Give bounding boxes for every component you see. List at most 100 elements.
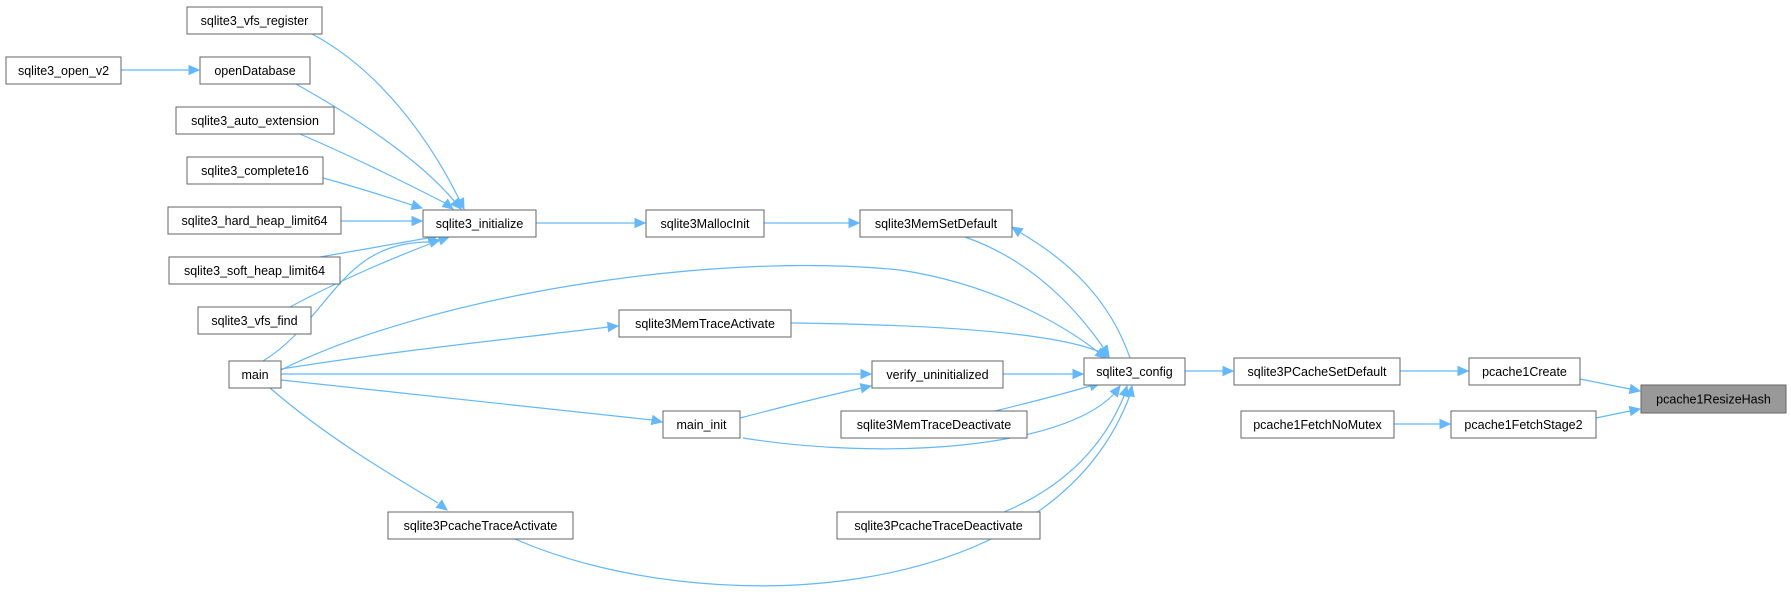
edge-arrowhead <box>859 383 873 394</box>
node-pcache1ResizeHash[interactable]: pcache1ResizeHash <box>1640 384 1787 414</box>
node-sqlite3_vfs_find[interactable]: sqlite3_vfs_find <box>197 306 312 335</box>
edge-arrowhead <box>1094 347 1107 359</box>
node-box <box>1640 384 1787 414</box>
edge-sqlite3MemTraceDeactivate-to-sqlite3_config <box>994 380 1102 412</box>
node-box <box>1450 410 1597 439</box>
node-box <box>871 360 1004 389</box>
node-box <box>662 410 741 439</box>
edge-sqlite3_config-to-sqlite3MemSetDefault <box>1010 226 1131 359</box>
edge-main-to-main_init <box>280 379 664 426</box>
node-sqlite3_hard_heap_limit64[interactable]: sqlite3_hard_heap_limit64 <box>167 206 342 235</box>
edge-verify_uninitialized-to-sqlite3_config <box>1003 368 1085 380</box>
node-sqlite3MemSetDefault[interactable]: sqlite3MemSetDefault <box>859 209 1013 238</box>
node-label: pcache1FetchStage2 <box>1464 418 1582 432</box>
node-box <box>1233 357 1401 386</box>
edge-arrowhead <box>1222 365 1235 377</box>
edge-line <box>1595 410 1631 419</box>
node-label: sqlite3MallocInit <box>661 217 750 231</box>
node-main_init[interactable]: main_init <box>662 410 741 439</box>
edge-arrowhead <box>441 198 454 210</box>
node-sqlite3PcacheTraceDeactivate[interactable]: sqlite3PcacheTraceDeactivate <box>836 511 1041 540</box>
node-label: pcache1FetchNoMutex <box>1253 418 1382 432</box>
node-box <box>228 360 282 389</box>
node-openDatabase[interactable]: openDatabase <box>199 56 311 85</box>
edge-arrowhead <box>1109 385 1121 398</box>
node-box <box>5 56 122 85</box>
node-box <box>197 306 312 335</box>
node-label: openDatabase <box>214 64 295 78</box>
edge-arrowhead <box>1124 384 1135 398</box>
edge-arrowhead <box>650 414 664 426</box>
node-pcache1FetchStage2[interactable]: pcache1FetchStage2 <box>1450 410 1597 439</box>
edge-sqlite3_open_v2-to-openDatabase <box>121 64 201 76</box>
node-sqlite3MallocInit[interactable]: sqlite3MallocInit <box>645 209 765 238</box>
edge-line <box>280 264 1099 371</box>
node-sqlite3MemTraceDeactivate[interactable]: sqlite3MemTraceDeactivate <box>840 410 1028 439</box>
node-box <box>167 206 342 235</box>
node-main[interactable]: main <box>228 360 282 389</box>
node-label: sqlite3MemSetDefault <box>875 217 998 231</box>
node-sqlite3_initialize[interactable]: sqlite3_initialize <box>422 209 537 238</box>
edge-main-to-sqlite3MemTraceActivate <box>280 321 620 370</box>
node-sqlite3_config[interactable]: sqlite3_config <box>1083 357 1186 386</box>
edge-pcache1FetchNoMutex-to-pcache1FetchStage2 <box>1394 418 1452 430</box>
node-box <box>175 106 335 135</box>
node-box <box>168 256 341 285</box>
node-sqlite3PCacheSetDefault[interactable]: sqlite3PCacheSetDefault <box>1233 357 1401 386</box>
node-sqlite3_vfs_register[interactable]: sqlite3_vfs_register <box>186 6 323 35</box>
edge-line <box>1579 378 1631 390</box>
edge-line <box>289 239 441 308</box>
edge-line <box>311 33 461 202</box>
node-sqlite3_open_v2[interactable]: sqlite3_open_v2 <box>5 56 122 85</box>
edge-main-to-verify_uninitialized <box>281 368 873 380</box>
node-box <box>645 209 765 238</box>
edge-line <box>742 393 1115 450</box>
node-box <box>618 309 792 338</box>
node-sqlite3_soft_heap_limit64[interactable]: sqlite3_soft_heap_limit64 <box>168 256 341 285</box>
node-label: sqlite3_vfs_register <box>201 14 309 28</box>
node-sqlite3_auto_extension[interactable]: sqlite3_auto_extension <box>175 106 335 135</box>
edge-sqlite3_vfs_register-to-sqlite3_initialize <box>311 33 465 211</box>
node-pcache1FetchNoMutex[interactable]: pcache1FetchNoMutex <box>1240 410 1395 439</box>
edge-arrowhead <box>435 499 448 511</box>
edge-sqlite3MallocInit-to-sqlite3MemSetDefault <box>764 217 861 229</box>
edge-line <box>299 133 446 204</box>
edge-openDatabase-to-sqlite3_initialize <box>295 83 462 210</box>
edge-sqlite3PcacheTraceActivate-to-sqlite3_config <box>514 384 1135 587</box>
node-label: pcache1ResizeHash <box>1656 393 1771 407</box>
node-label: main <box>241 368 268 382</box>
edge-arrowhead <box>607 321 620 333</box>
node-label: sqlite3MemTraceDeactivate <box>857 418 1012 432</box>
edge-arrowhead <box>634 217 647 229</box>
node-sqlite3_complete16[interactable]: sqlite3_complete16 <box>186 156 324 185</box>
edge-sqlite3PCacheSetDefault-to-pcache1Create <box>1400 365 1470 377</box>
node-sqlite3MemTraceActivate[interactable]: sqlite3MemTraceActivate <box>618 309 792 338</box>
edge-arrowhead <box>188 64 201 76</box>
node-verify_uninitialized[interactable]: verify_uninitialized <box>871 360 1004 389</box>
node-label: main_init <box>676 418 727 432</box>
node-box <box>422 209 537 238</box>
node-pcache1Create[interactable]: pcache1Create <box>1468 357 1581 386</box>
node-label: sqlite3PcacheTraceActivate <box>404 519 558 533</box>
edge-arrowhead <box>1010 226 1024 238</box>
edge-arrowhead <box>1457 365 1470 377</box>
node-label: sqlite3_initialize <box>436 217 524 231</box>
node-box <box>1468 357 1581 386</box>
edge-sqlite3MemSetDefault-to-sqlite3_config <box>964 236 1110 358</box>
edge-sqlite3_config-to-sqlite3PCacheSetDefault <box>1185 365 1235 377</box>
edge-line <box>295 83 456 203</box>
edge-arrowhead <box>411 215 424 227</box>
edge-main_init-to-sqlite3_config <box>742 385 1121 450</box>
node-label: sqlite3_open_v2 <box>18 64 109 78</box>
edge-line <box>1020 232 1131 359</box>
node-label: sqlite3_hard_heap_limit64 <box>182 214 328 228</box>
node-box <box>387 511 574 540</box>
edge-sqlite3_hard_heap_limit64-to-sqlite3_initialize <box>341 215 424 227</box>
edge-arrowhead <box>848 217 861 229</box>
edge-sqlite3MemTraceActivate-to-sqlite3_config <box>790 322 1111 358</box>
node-label: sqlite3_soft_heap_limit64 <box>184 264 325 278</box>
node-sqlite3PcacheTraceActivate[interactable]: sqlite3PcacheTraceActivate <box>387 511 574 540</box>
node-label: sqlite3MemTraceActivate <box>635 317 775 331</box>
edge-arrowhead <box>1628 405 1642 417</box>
